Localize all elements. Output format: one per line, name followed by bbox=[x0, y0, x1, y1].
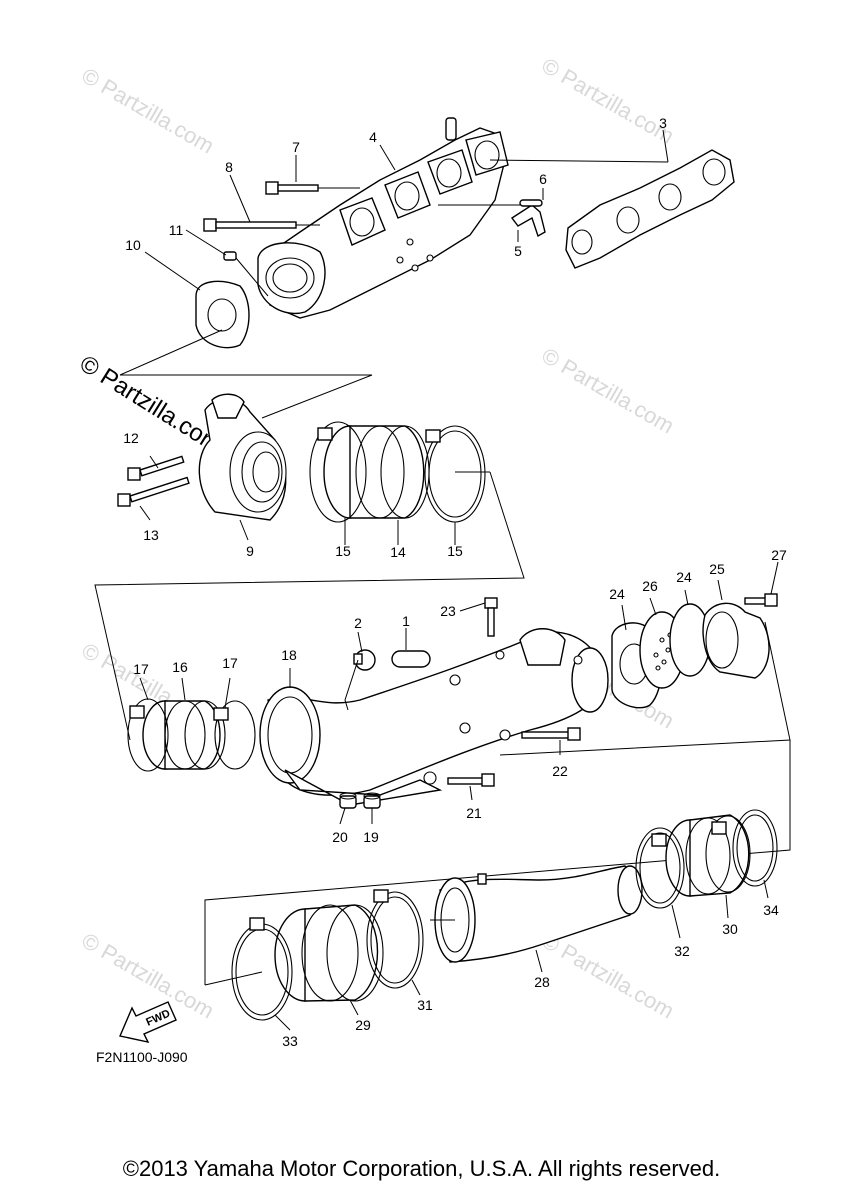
part-label: 5 bbox=[514, 243, 522, 259]
bolt-7 bbox=[265, 181, 319, 195]
bolt-22 bbox=[521, 727, 581, 741]
hose-clamp-15b bbox=[424, 425, 486, 523]
part-label: 30 bbox=[722, 921, 738, 937]
part-label: 24 bbox=[676, 569, 692, 585]
leaders-bottom bbox=[204, 879, 769, 1031]
part-label: 31 bbox=[417, 997, 433, 1013]
gasket-25 bbox=[702, 602, 770, 679]
bolt-13 bbox=[117, 476, 190, 507]
pin-11 bbox=[223, 251, 237, 261]
part-label: 19 bbox=[363, 829, 379, 845]
part-label: 15 bbox=[447, 543, 463, 559]
part-label: 17 bbox=[133, 661, 149, 677]
hose-16 bbox=[142, 700, 226, 770]
part-label: 21 bbox=[466, 805, 482, 821]
part-label: 3 bbox=[659, 115, 667, 131]
exhaust-elbow-9 bbox=[198, 393, 287, 521]
part-label: 23 bbox=[440, 603, 456, 619]
leaders-mid-top bbox=[94, 455, 525, 741]
part-label: 13 bbox=[143, 527, 159, 543]
part-label: 1 bbox=[402, 613, 410, 629]
part-label: 33 bbox=[282, 1033, 298, 1049]
bolt-27 bbox=[744, 593, 778, 607]
dowel-pin bbox=[519, 199, 543, 207]
hose-clamp-31 bbox=[366, 889, 424, 989]
part-label: 27 bbox=[771, 547, 787, 563]
part-label: 16 bbox=[172, 659, 188, 675]
bolt-23 bbox=[484, 597, 498, 637]
hose-14 bbox=[323, 425, 430, 519]
gasket-24a bbox=[611, 622, 662, 709]
part-label: 4 bbox=[369, 129, 377, 145]
watermark: © Partzilla.com bbox=[538, 928, 679, 1024]
forward-arrow-icon: FWD bbox=[119, 1001, 177, 1043]
part-label: 29 bbox=[355, 1017, 371, 1033]
part-label: 9 bbox=[246, 543, 254, 559]
part-label: 34 bbox=[763, 902, 779, 918]
watermark: © Partzilla.com bbox=[78, 63, 219, 159]
exhaust-manifold bbox=[257, 117, 509, 319]
part-label: 32 bbox=[674, 943, 690, 959]
part-label: 2 bbox=[354, 615, 362, 631]
bolt-12 bbox=[127, 455, 185, 481]
copyright-notice: ©2013 Yamaha Motor Corporation, U.S.A. A… bbox=[122, 1156, 721, 1181]
grommet-20 bbox=[339, 792, 357, 809]
watermark-main: © Partzilla.com bbox=[75, 350, 226, 459]
hose-clamp-32 bbox=[635, 827, 685, 909]
watermark: © Partzilla.com bbox=[538, 53, 679, 149]
leaders-top bbox=[119, 129, 669, 419]
part-label: 7 bbox=[292, 139, 300, 155]
hose-clamp-17b bbox=[213, 700, 256, 770]
part-label: 20 bbox=[332, 829, 348, 845]
part-label: 24 bbox=[609, 586, 625, 602]
part-label: 8 bbox=[225, 159, 233, 175]
grommet-19 bbox=[363, 792, 381, 809]
part-label: 28 bbox=[534, 974, 550, 990]
part-labels: 1 2 3 4 5 6 7 8 9 10 11 12 13 14 15 15 1… bbox=[123, 115, 787, 1049]
watermark: © Partzilla.com bbox=[538, 343, 679, 439]
part-label: 12 bbox=[123, 430, 139, 446]
leaders-mid bbox=[139, 561, 791, 985]
elbow-fitting bbox=[510, 204, 546, 238]
part-label: 25 bbox=[709, 561, 725, 577]
manifold-gasket bbox=[565, 149, 735, 269]
watermark: © Partzilla.com bbox=[78, 928, 219, 1024]
bolt-21 bbox=[447, 773, 495, 787]
diagram-code: F2N1100-J090 bbox=[96, 1049, 188, 1065]
part-label: 10 bbox=[125, 237, 141, 253]
part-label: 6 bbox=[539, 171, 547, 187]
part-label: 14 bbox=[390, 544, 406, 560]
hose-29 bbox=[274, 904, 384, 1002]
clamp-2 bbox=[353, 649, 376, 671]
part-label: 11 bbox=[169, 222, 184, 238]
hose-1 bbox=[391, 650, 431, 668]
hose-clamp-33 bbox=[231, 917, 293, 1021]
part-label: 17 bbox=[222, 655, 238, 671]
part-label: 22 bbox=[552, 763, 568, 779]
hose-clamp-34 bbox=[711, 809, 778, 887]
flange-gasket-10 bbox=[195, 280, 250, 349]
part-label: 15 bbox=[335, 543, 351, 559]
hose-clamp-15a bbox=[309, 421, 367, 523]
part-label: 18 bbox=[281, 647, 297, 663]
hose-clamp-17a bbox=[127, 698, 169, 772]
part-label: 26 bbox=[642, 578, 658, 594]
